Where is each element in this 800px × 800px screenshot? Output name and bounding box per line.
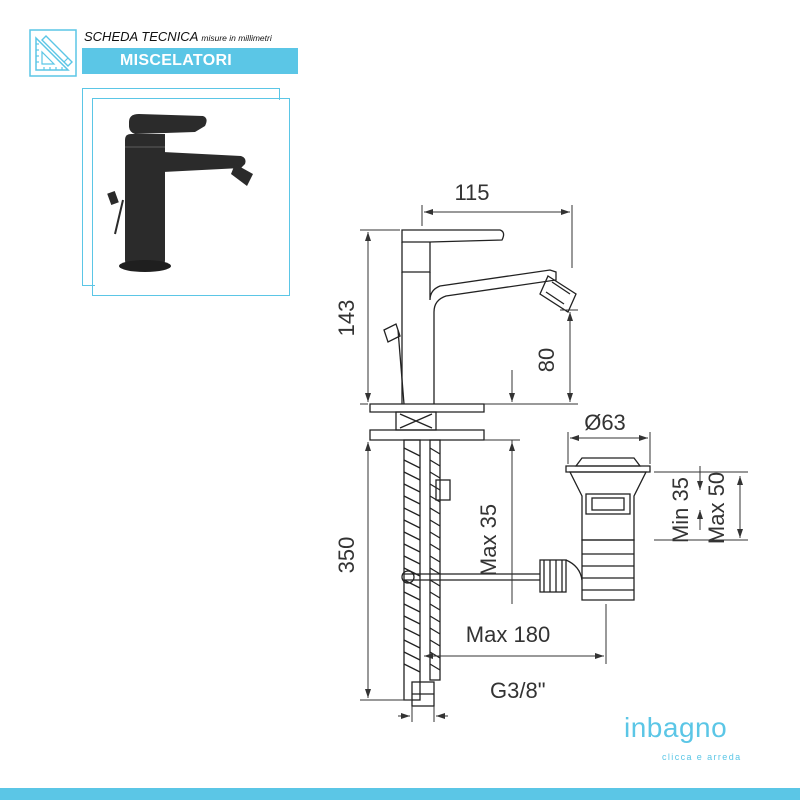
dim-max-thickness: Max 35 — [476, 504, 501, 576]
brand-logo-in: in — [624, 712, 647, 743]
dim-max-reach: Max 180 — [466, 622, 550, 647]
dim-min-drain: Min 35 — [668, 477, 693, 543]
brand-logo-bagno: bagno — [646, 712, 728, 743]
dim-diameter: Ø63 — [584, 410, 626, 435]
product-photo — [95, 100, 285, 290]
dim-max-drain: Max 50 — [704, 472, 729, 544]
photo-frame-offset — [92, 98, 290, 296]
dim-hose-length: 350 — [334, 537, 359, 574]
brand-tagline: clicca e arreda — [662, 752, 742, 762]
bottom-accent-bar — [0, 788, 800, 800]
dim-height-total: 143 — [334, 300, 359, 337]
ruler-pencil-icon — [29, 29, 77, 77]
category-band: MISCELATORI — [82, 48, 298, 74]
dim-width-top: 115 — [454, 180, 489, 205]
brand-logo[interactable]: inbagno — [624, 712, 727, 744]
dim-thread: G3/8" — [490, 678, 546, 703]
sheet-subtitle: misure in millimetri — [201, 33, 272, 43]
dim-spout-height: 80 — [534, 348, 559, 372]
sheet-title-text: SCHEDA TECNICA — [84, 29, 199, 44]
